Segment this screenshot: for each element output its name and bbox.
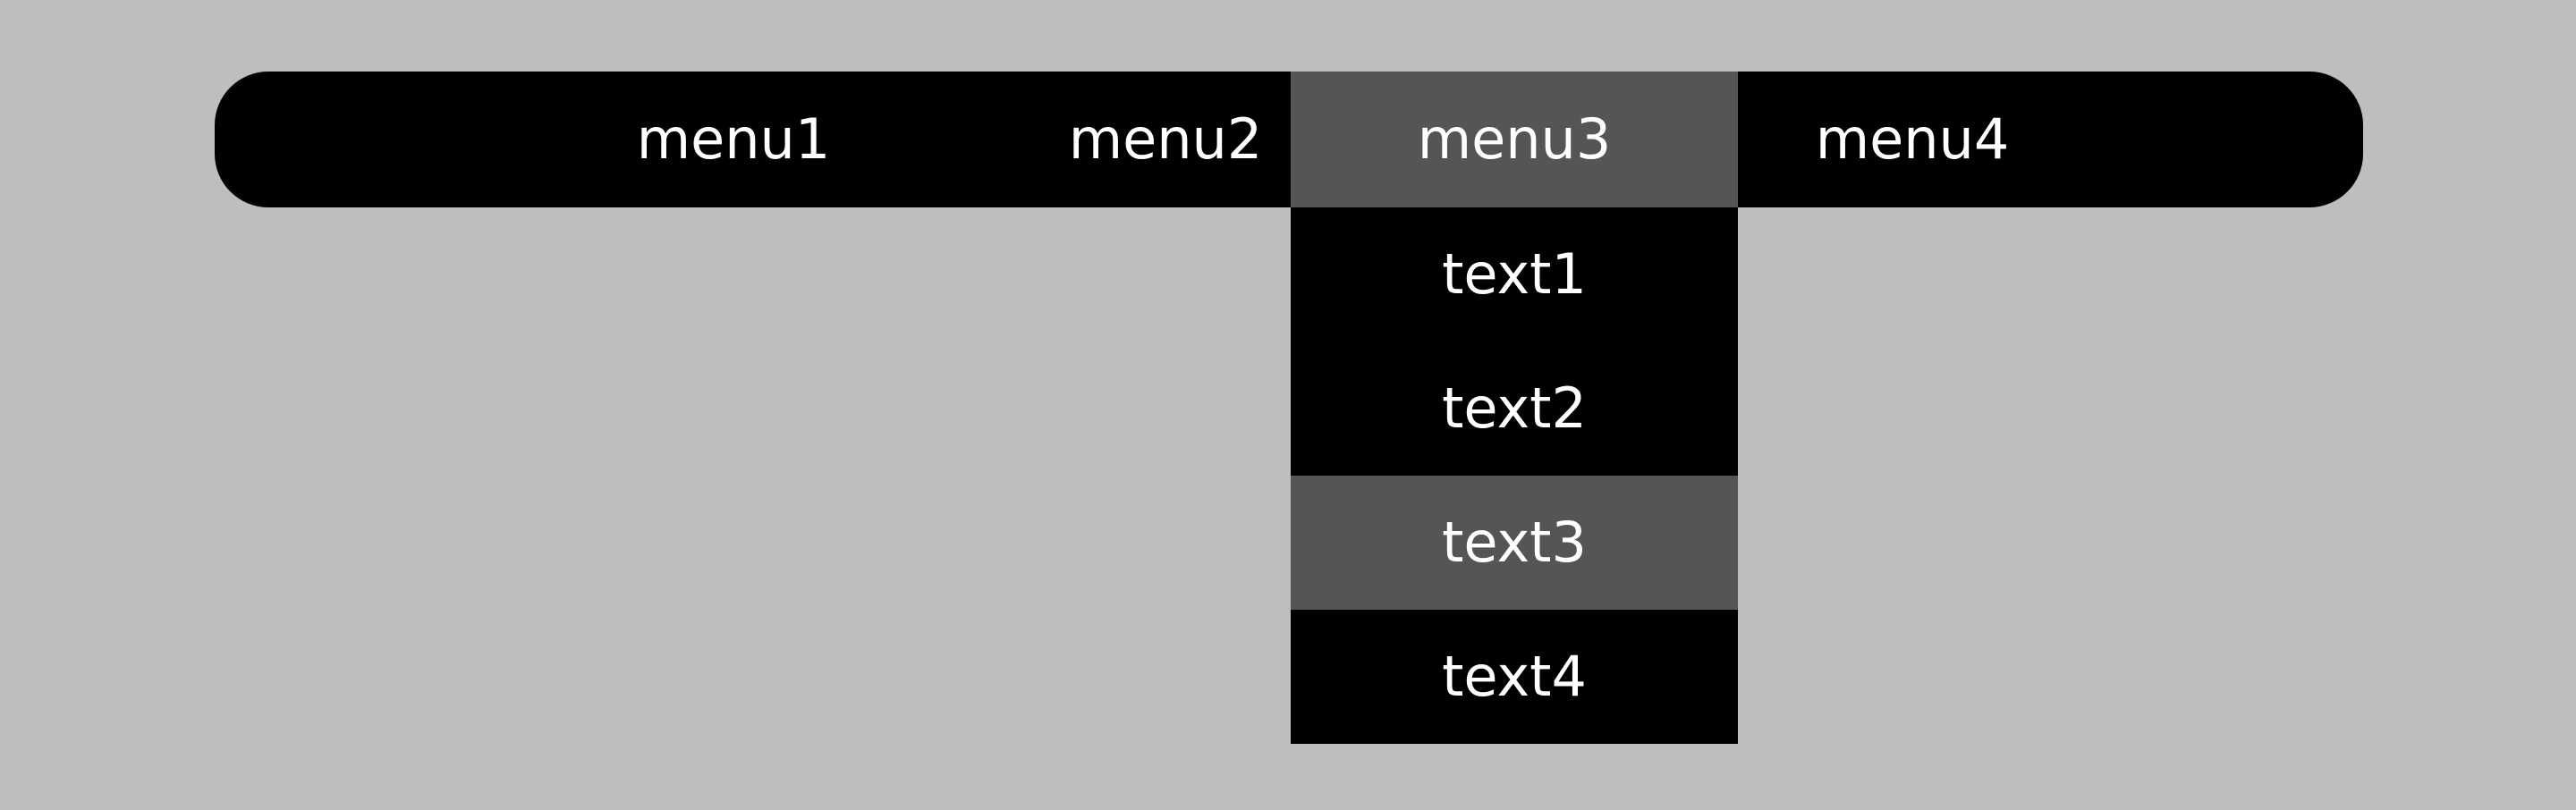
menubar-item-menu2[interactable]: menu2 <box>942 72 1389 207</box>
dropdown-item-text1[interactable]: text1 <box>1291 207 1738 342</box>
dropdown-item-text4-label: text4 <box>1442 644 1587 709</box>
menubar-item-menu3-label: menu3 <box>1417 106 1612 172</box>
dropdown-item-text2[interactable]: text2 <box>1291 342 1738 476</box>
menubar-item-menu2-label: menu2 <box>1068 106 1263 172</box>
menubar-item-menu4[interactable]: menu4 <box>1689 72 2136 207</box>
dropdown-item-text3[interactable]: text3 <box>1291 476 1738 610</box>
menubar-item-menu3[interactable]: menu3 <box>1291 72 1738 207</box>
menubar-item-menu1-label: menu1 <box>636 106 831 172</box>
dropdown-item-text1-label: text1 <box>1442 241 1587 307</box>
menubar-item-menu4-label: menu4 <box>1815 106 2010 172</box>
dropdown-menu-menu3: text1 text2 text3 text4 <box>1291 207 1738 744</box>
dropdown-item-text2-label: text2 <box>1442 375 1587 441</box>
dropdown-item-text3-label: text3 <box>1442 510 1587 575</box>
menubar: menu1 menu2 menu3 menu4 <box>215 72 2363 207</box>
menubar-item-menu1[interactable]: menu1 <box>510 72 957 207</box>
dropdown-item-text4[interactable]: text4 <box>1291 610 1738 744</box>
